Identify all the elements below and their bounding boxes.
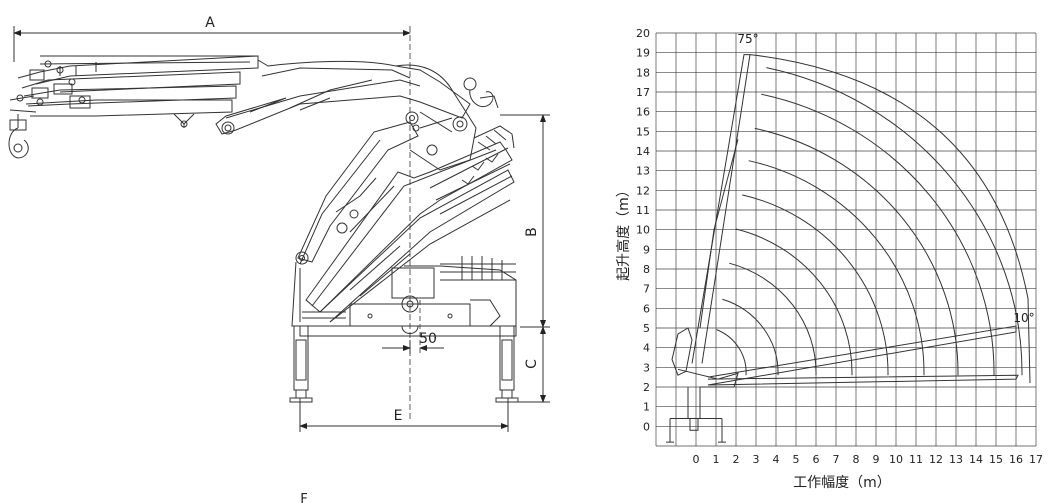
dimension-e	[299, 398, 509, 432]
dim-label-c: C	[524, 359, 540, 369]
load-radius-arcs	[716, 67, 1023, 376]
y-tick-label: 20	[636, 27, 650, 40]
inner-boom-and-cylinders	[295, 121, 515, 323]
y-tick-label: 3	[643, 361, 650, 374]
y-tick-label: 7	[643, 283, 650, 296]
folded-knuckle	[671, 327, 693, 376]
y-tick-label: 16	[636, 106, 650, 119]
outer-boom	[173, 59, 471, 135]
radius-arc	[761, 93, 995, 376]
y-tick-label: 5	[643, 322, 650, 335]
y-tick-label: 15	[636, 125, 650, 138]
radius-arc	[742, 194, 889, 376]
radius-arc	[748, 160, 925, 376]
crane-column	[687, 387, 701, 419]
x-tick-label: 3	[753, 453, 760, 466]
y-tick-label: 11	[636, 204, 650, 217]
x-tick-label: 12	[929, 453, 943, 466]
x-tick-label: 11	[909, 453, 923, 466]
x-tick-label: 2	[733, 453, 740, 466]
y-axis-label: 起升高度（m）	[615, 183, 632, 281]
y-tick-label: 8	[643, 263, 650, 276]
boom-position-75	[691, 54, 751, 364]
x-tick-label: 9	[873, 453, 880, 466]
angle-annotations: 75° 10°	[737, 32, 1034, 325]
folded-arm	[677, 368, 739, 388]
x-tick-label: 7	[833, 453, 840, 466]
y-tick-label: 19	[636, 47, 650, 60]
radius-arc	[716, 329, 747, 376]
y-tick-label: 2	[643, 381, 650, 394]
y-tick-label: 4	[643, 342, 650, 355]
dim-label-50: 50	[419, 331, 437, 347]
y-tick-label: 12	[636, 184, 650, 197]
x-axis-label: 工作幅度（m）	[793, 475, 891, 491]
dim-label-e: E	[394, 408, 403, 424]
x-tick-label: 6	[813, 453, 820, 466]
dim-label-a: A	[205, 15, 215, 31]
radius-arc	[754, 127, 959, 376]
y-tick-label: 10	[636, 224, 650, 237]
x-tick-label: 14	[969, 453, 983, 466]
x-tick-label: 0	[693, 453, 700, 466]
x-tick-label: 15	[989, 453, 1003, 466]
outer-envelope-curve	[749, 54, 1031, 384]
crane-side-view-drawing	[8, 26, 550, 432]
y-tick-label: 1	[643, 401, 650, 414]
angle-label: 10°	[1013, 311, 1034, 325]
y-tick-label: 14	[636, 145, 650, 158]
y-tick-label: 9	[643, 243, 650, 256]
y-tick-label: 0	[643, 420, 650, 433]
dimension-c	[518, 326, 550, 403]
x-tick-label: 16	[1009, 453, 1023, 466]
x-tick-label: 4	[773, 453, 780, 466]
boom-position-horizontal	[707, 374, 1019, 386]
dimension-a	[13, 26, 411, 420]
radius-arc	[766, 67, 1023, 376]
boom-extensions	[9, 55, 259, 117]
y-tick-label: 6	[643, 302, 650, 315]
dim-label-b: B	[524, 227, 540, 237]
dim-label-f: F	[300, 492, 307, 503]
x-tick-label: 1	[713, 453, 720, 466]
x-tick-label: 10	[889, 453, 903, 466]
outrigger-legs	[289, 325, 519, 403]
x-tick-label: 17	[1029, 453, 1043, 466]
x-tick-label: 13	[949, 453, 963, 466]
angle-label: 75°	[737, 32, 758, 46]
crane-base	[291, 256, 517, 337]
hook-left	[8, 114, 29, 159]
y-tick-label: 17	[636, 86, 650, 99]
boom-position-10	[707, 325, 1017, 386]
crane-base-plate	[689, 417, 699, 431]
knuckle-joint	[395, 64, 499, 171]
y-tick-label: 18	[636, 66, 650, 79]
boom-envelope	[666, 54, 1031, 443]
boom-position-75-detail	[699, 139, 739, 329]
radius-arc	[729, 262, 817, 376]
dimension-b	[500, 114, 550, 328]
x-tick-label: 5	[793, 453, 800, 466]
dimension-offset-50	[382, 300, 444, 354]
radius-arc	[722, 298, 779, 376]
x-tick-label: 8	[853, 453, 860, 466]
radius-arc	[735, 228, 853, 376]
y-tick-label: 13	[636, 165, 650, 178]
